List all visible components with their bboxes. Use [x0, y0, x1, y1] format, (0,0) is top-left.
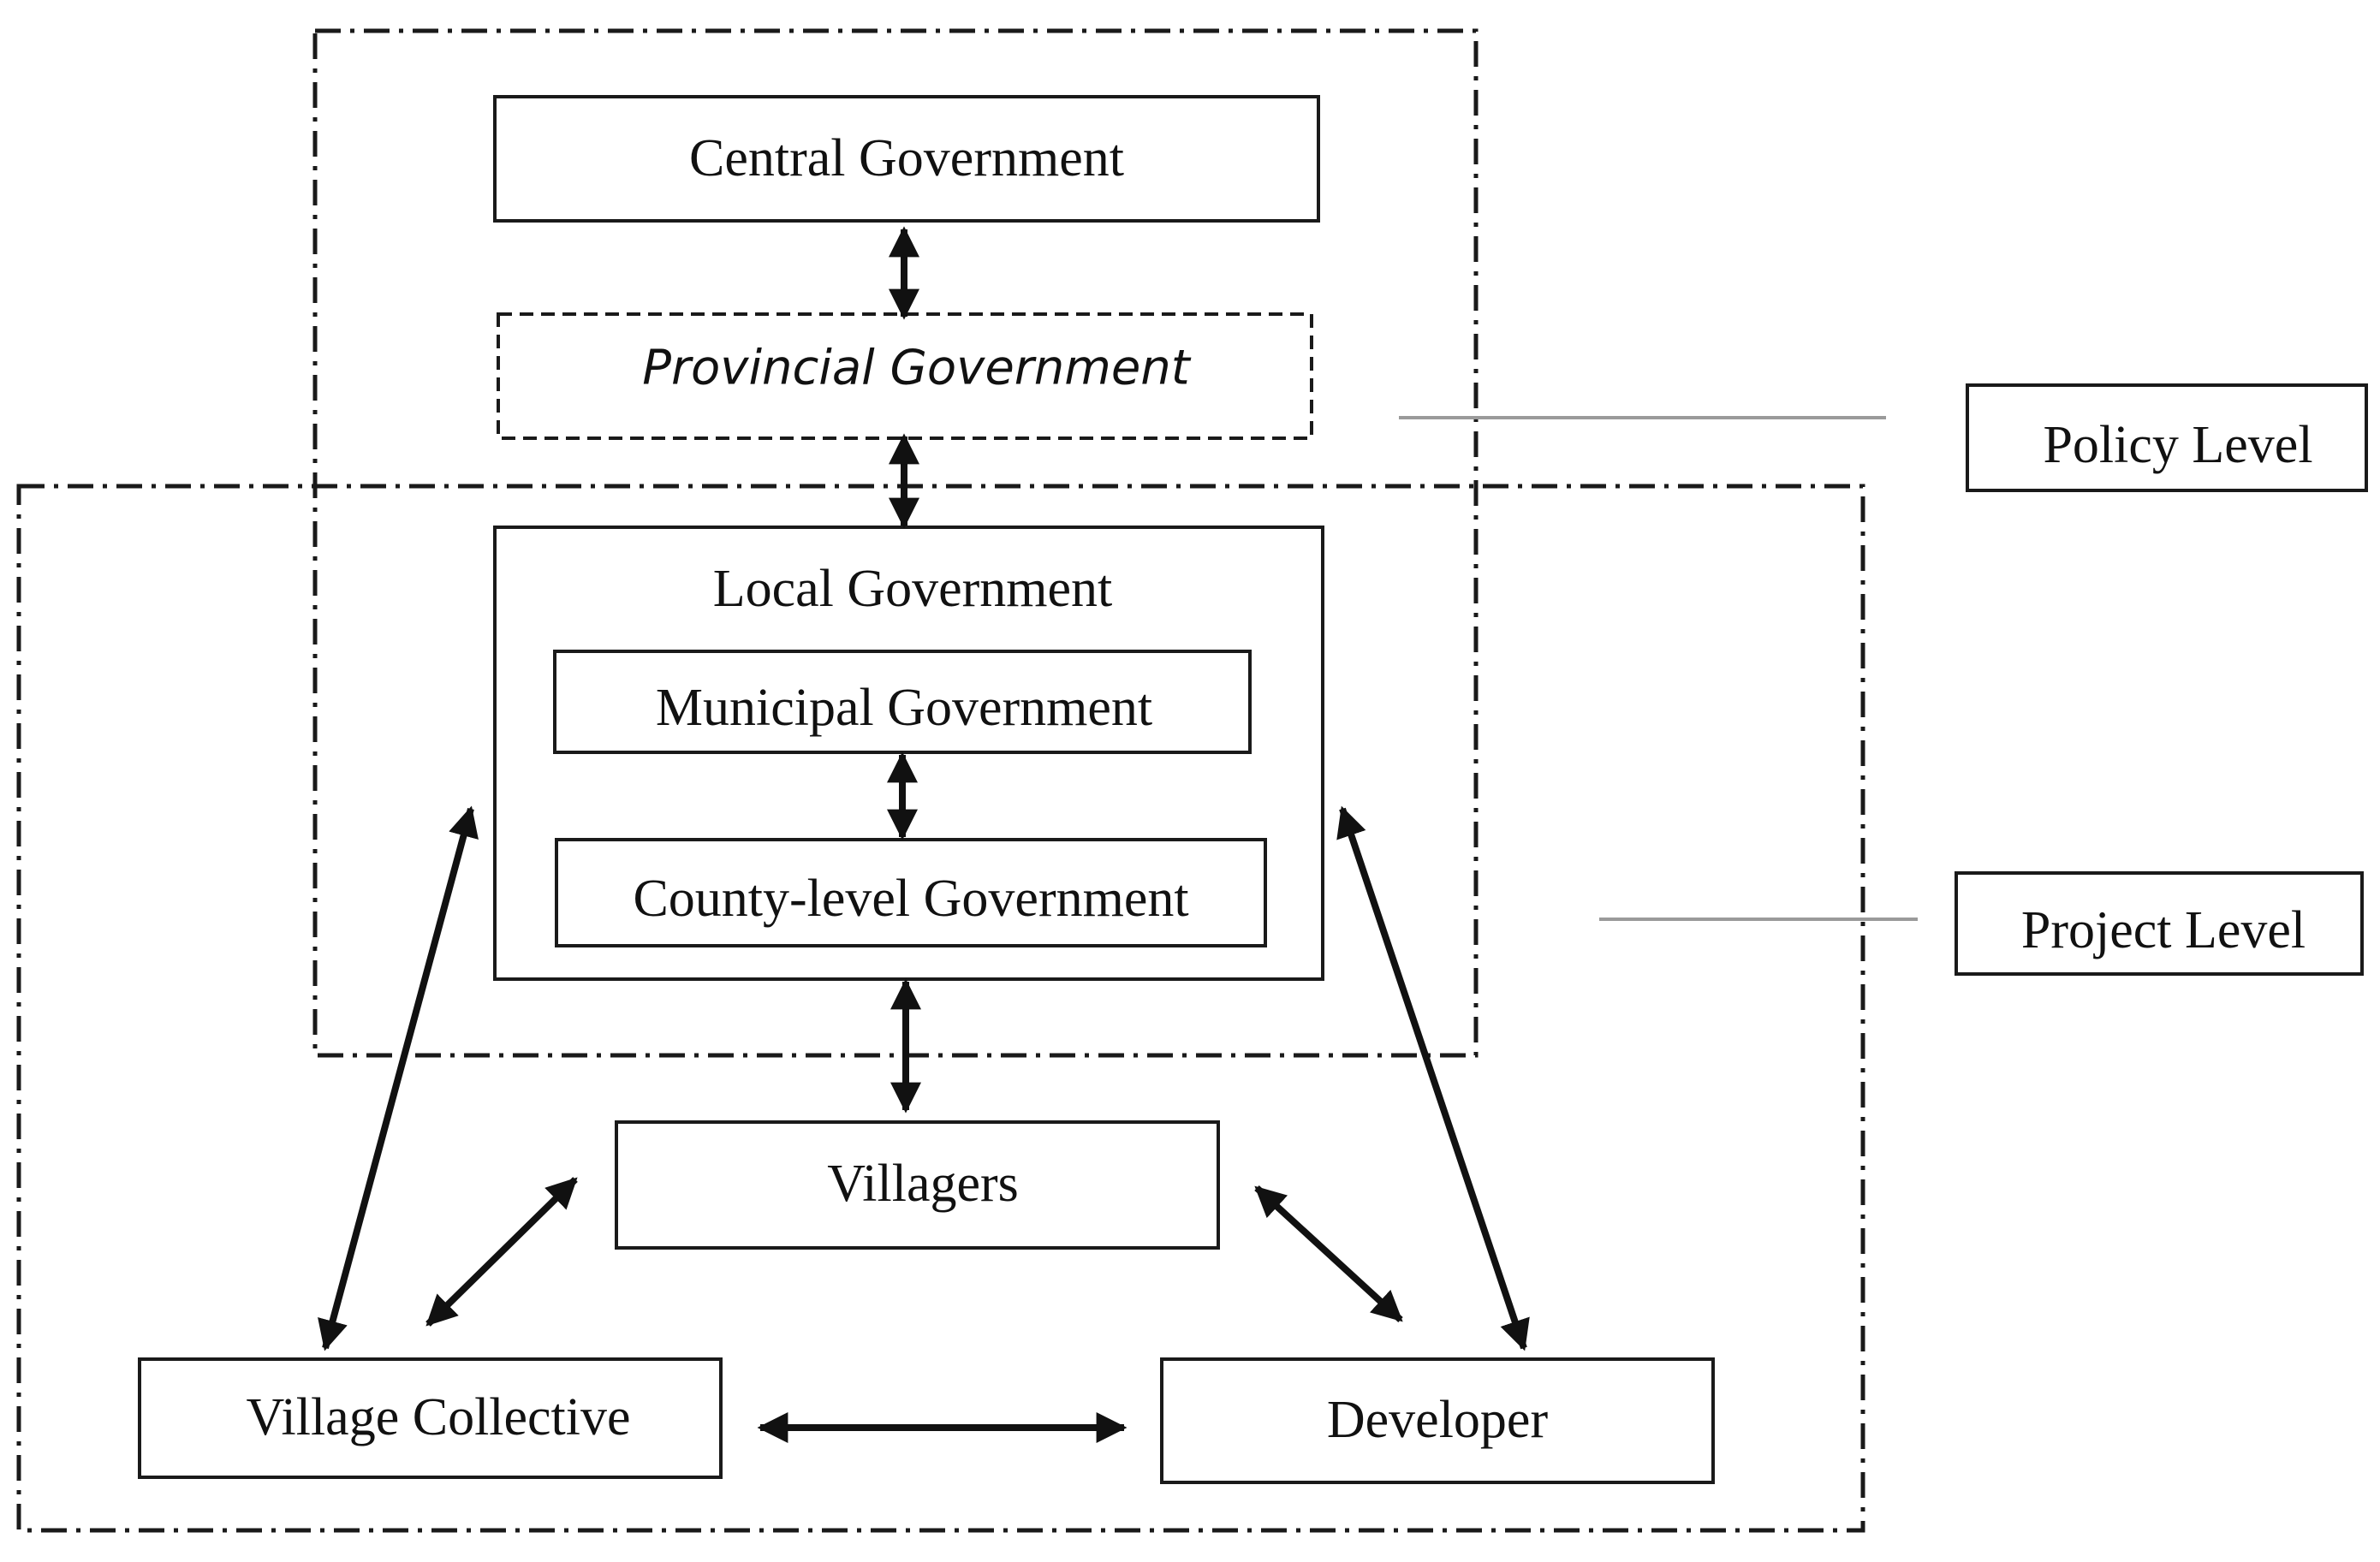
developer-label: Developer	[1327, 1391, 1549, 1449]
project-level-region	[16, 484, 1865, 1533]
policy-level-label: Policy Level	[2043, 416, 2312, 474]
provincial-government-label: Provincial Government	[642, 341, 1192, 396]
county-government-label: County-level Government	[633, 870, 1188, 928]
central-government-label: Central Government	[689, 129, 1124, 187]
provincial-government-node: Provincial Government	[497, 312, 1313, 440]
arrow-developer-local	[1336, 805, 1530, 1351]
arrow-villagers-developer	[1254, 1185, 1403, 1322]
arrow-collective-villagers	[425, 1177, 578, 1327]
central-government-node: Central Government	[493, 95, 1320, 223]
village-collective-node: Village Collective	[138, 1357, 723, 1479]
project-level-node: Project Level	[1955, 871, 2364, 976]
municipal-government-node: Municipal Government	[553, 650, 1252, 754]
local-government-label: Local Government	[713, 560, 1113, 618]
municipal-government-label: Municipal Government	[656, 679, 1152, 737]
policy-level-node: Policy Level	[1966, 383, 2368, 492]
arrow-collective-local	[318, 805, 479, 1351]
villagers-node: Villagers	[615, 1120, 1220, 1250]
developer-node: Developer	[1160, 1357, 1715, 1484]
villagers-label: Villagers	[827, 1155, 1019, 1213]
village-collective-label: Village Collective	[246, 1388, 630, 1446]
project-level-label: Project Level	[2021, 901, 2306, 959]
county-government-node: County-level Government	[555, 838, 1267, 947]
policy-level-region	[312, 28, 1479, 1058]
